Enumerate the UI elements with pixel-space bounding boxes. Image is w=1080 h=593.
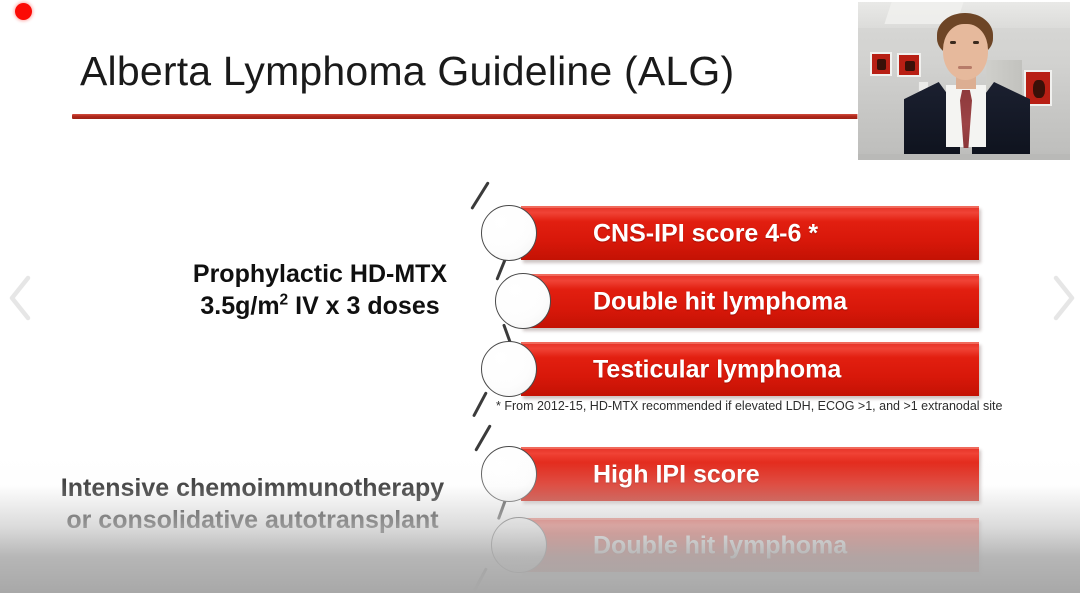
- flow-bar-label: CNS-IPI score 4-6 *: [593, 219, 819, 248]
- flow-row-testicular-lymphoma[interactable]: Testicular lymphoma: [481, 341, 979, 397]
- chevron-left-icon: [4, 272, 38, 324]
- next-slide-button[interactable]: [1046, 272, 1080, 324]
- flow-node-circle[interactable]: [481, 341, 537, 397]
- presenter-webcam-video[interactable]: [858, 2, 1070, 160]
- webcam-wall-art: [897, 53, 921, 77]
- title-underline-rule: [72, 114, 862, 119]
- webcam-lower-edge: [858, 154, 1070, 160]
- webcam-eye-right: [973, 41, 979, 44]
- flow-row-cns-ipi[interactable]: CNS-IPI score 4-6 *: [481, 205, 979, 261]
- flow-node-circle[interactable]: [481, 205, 537, 261]
- dose-route: IV x 3 doses: [288, 292, 440, 320]
- dose-exponent: 2: [279, 291, 289, 309]
- flow-bar[interactable]: Testicular lymphoma: [521, 342, 979, 396]
- flow-row-double-hit-lymphoma-bottom[interactable]: Double hit lymphoma: [481, 517, 979, 573]
- flow-bar[interactable]: High IPI score: [521, 447, 979, 501]
- flow-node-circle[interactable]: [481, 446, 537, 502]
- flow-node-circle[interactable]: [491, 517, 547, 573]
- flow-bar[interactable]: Double hit lymphoma: [521, 518, 979, 572]
- recording-dot: [15, 3, 32, 20]
- flow-bar-label: High IPI score: [593, 460, 760, 489]
- webcam-necktie: [960, 90, 972, 148]
- flow-bar[interactable]: Double hit lymphoma: [521, 274, 979, 328]
- webcam-wall-art: [870, 52, 892, 76]
- flow-row-high-ipi-score[interactable]: High IPI score: [481, 446, 979, 502]
- dose-value: 3.5g/m: [200, 292, 280, 320]
- page-title: Alberta Lymphoma Guideline (ALG): [80, 48, 735, 94]
- caption-line-1: Prophylactic HD-MTX: [192, 260, 448, 288]
- webcam-face: [943, 24, 988, 80]
- caption-line-1: Intensive chemoimmunotherapy: [60, 474, 445, 502]
- flow-node-circle[interactable]: [495, 273, 551, 329]
- caption-intensive-chemoimmunotherapy: Intensive chemoimmunotherapy or consolid…: [10, 472, 495, 536]
- caption-prophylactic-hd-mtx: Prophylactic HD-MTX 3.5g/m2 IV x 3 doses: [120, 258, 520, 322]
- flow-bar-label: Testicular lymphoma: [593, 355, 842, 384]
- chevron-right-icon: [1046, 272, 1080, 324]
- flow-row-double-hit-lymphoma-top[interactable]: Double hit lymphoma: [481, 273, 979, 329]
- caption-line-2: 3.5g/m2 IV x 3 doses: [120, 290, 520, 322]
- flow-bar[interactable]: CNS-IPI score 4-6 *: [521, 206, 979, 260]
- webcam-eye-left: [950, 41, 956, 44]
- flow-bar-label: Double hit lymphoma: [593, 287, 848, 316]
- flow-bar-label: Double hit lymphoma: [593, 531, 848, 560]
- caption-line-2: or consolidative autotransplant: [66, 506, 439, 534]
- footnote-hd-mtx: * From 2012-15, HD-MTX recommended if el…: [496, 399, 1003, 413]
- prev-slide-button[interactable]: [4, 272, 38, 324]
- webcam-mouth: [958, 66, 972, 69]
